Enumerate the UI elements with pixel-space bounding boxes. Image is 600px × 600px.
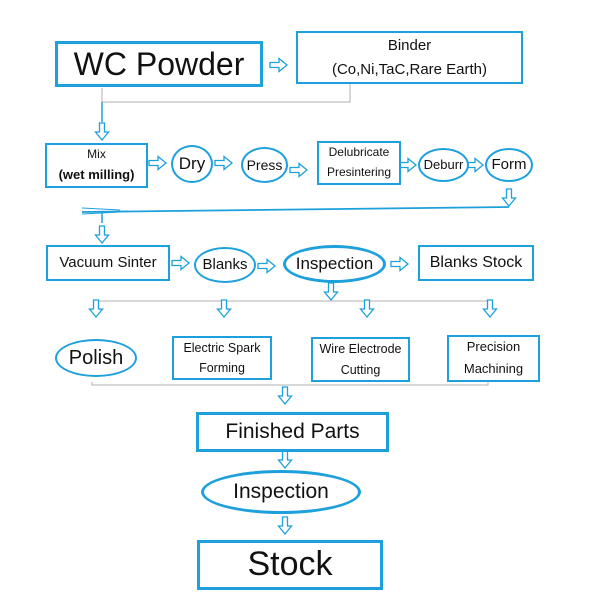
arrow-to-polish	[88, 299, 104, 318]
blanks-label: Blanks	[202, 256, 248, 274]
electric-spark-node: Electric Spark Forming	[172, 336, 272, 380]
presintering-label: Presintering	[326, 165, 392, 180]
arrow-form-down	[501, 188, 517, 207]
blanks-stock-node: Blanks Stock	[418, 245, 534, 281]
press-node: Press	[241, 147, 288, 183]
press-label: Press	[246, 156, 283, 173]
blanks-node: Blanks	[194, 247, 256, 283]
arrow-inspection-to-stock	[390, 256, 409, 272]
inspection-node-1: Inspection	[283, 245, 386, 283]
arrow-to-precision	[482, 299, 498, 318]
collector-bar	[91, 382, 489, 386]
wire-electrode-node: Wire Electrode Cutting	[311, 337, 410, 382]
arrow-finished-to-inspection	[277, 450, 293, 469]
return-line-tip	[81, 207, 121, 215]
form-node: Form	[485, 148, 533, 182]
mix-label: Mix	[87, 147, 106, 162]
delubricate-label: Delubricate	[328, 145, 390, 160]
machining-label: Machining	[463, 360, 524, 376]
polish-label: Polish	[68, 346, 124, 369]
deburr-label: Deburr	[423, 156, 464, 172]
return-line	[81, 206, 510, 213]
arrow-dry-to-press	[214, 155, 233, 171]
vacuum-sinter-label: Vacuum Sinter	[59, 254, 157, 272]
stock-node: Stock	[197, 540, 383, 590]
finished-parts-label: Finished Parts	[225, 419, 360, 443]
arrow-mix-to-dry	[148, 155, 167, 171]
arrow-blanks-to-inspection	[257, 258, 276, 274]
arrow-to-electric-spark	[216, 299, 232, 318]
stock-label: Stock	[247, 545, 333, 584]
forming-label: Forming	[199, 360, 245, 375]
finished-parts-node: Finished Parts	[196, 412, 389, 452]
binder-title: Binder	[387, 36, 432, 54]
electric-spark-label: Electric Spark	[183, 340, 261, 355]
inspection-node-2: Inspection	[201, 470, 361, 514]
connector-row1-merge	[101, 84, 351, 103]
inspection-label-1: Inspection	[295, 254, 374, 274]
inspection-label-2: Inspection	[233, 479, 329, 503]
arrow-press-to-delubricate	[289, 162, 308, 178]
precision-label: Precision	[466, 339, 521, 355]
arrow-down-to-vacuum	[94, 225, 110, 244]
arrow-down-to-mix	[94, 122, 110, 141]
form-label: Form	[491, 156, 527, 174]
precision-node: Precision Machining	[447, 335, 540, 382]
mix-detail: (wet milling)	[58, 166, 135, 182]
arrow-powder-to-binder	[269, 57, 288, 73]
dry-node: Dry	[171, 145, 213, 183]
binder-node: Binder (Co,Ni,TaC,Rare Earth)	[296, 31, 523, 84]
arrow-to-wire-electrode	[359, 299, 375, 318]
delubricate-node: Delubricate Presintering	[317, 141, 401, 185]
blanks-stock-label: Blanks Stock	[429, 253, 523, 271]
arrow-vacuum-to-blanks	[171, 255, 190, 271]
arrow-inspection-to-stock-final	[277, 516, 293, 535]
arrow-inspection-down	[323, 282, 339, 301]
deburr-node: Deburr	[418, 148, 469, 182]
arrow-delubricate-to-deburr	[398, 157, 417, 173]
dry-label: Dry	[178, 154, 206, 174]
wire-electrode-label: Wire Electrode	[319, 342, 402, 357]
wc-powder-label: WC Powder	[73, 45, 245, 82]
polish-node: Polish	[55, 339, 137, 377]
binder-detail: (Co,Ni,TaC,Rare Earth)	[331, 61, 488, 79]
wc-powder-node: WC Powder	[55, 41, 263, 87]
mix-node: Mix (wet milling)	[45, 143, 148, 188]
vacuum-sinter-node: Vacuum Sinter	[46, 245, 170, 281]
arrow-to-finished	[277, 386, 293, 405]
cutting-label: Cutting	[340, 362, 381, 377]
